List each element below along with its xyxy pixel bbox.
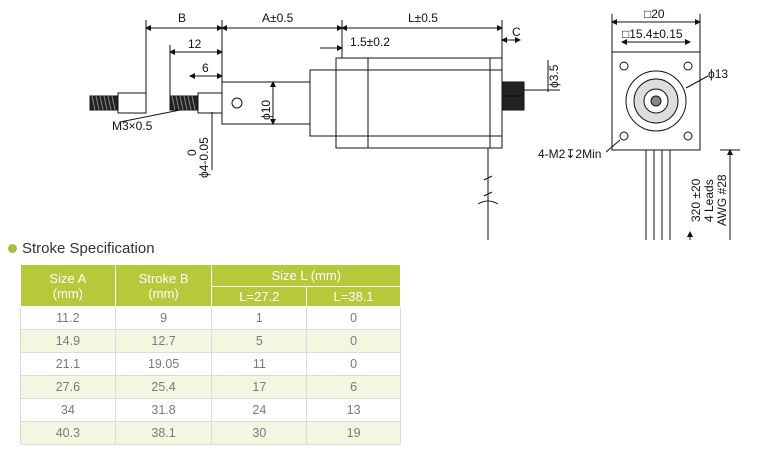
dim-a-label: A±0.5 xyxy=(262,11,294,25)
header-size-l: Size L (mm) xyxy=(211,264,401,287)
dim-c-label: C xyxy=(512,25,521,39)
front-bushing xyxy=(309,69,337,137)
motor-body xyxy=(335,57,503,149)
dim-12-label: 12 xyxy=(188,37,202,51)
dim-b-label: B xyxy=(178,11,186,25)
shaft-pin-hole xyxy=(231,97,243,109)
dim-1-5-label: 1.5±0.2 xyxy=(350,35,390,49)
thread-label: M3×0.5 xyxy=(112,119,153,133)
motor-technical-drawing: B A±0.5 L±0.5 C 12 6 1.5±0.2 M3×0.5 ϕ10 … xyxy=(89,7,740,240)
dia-13-label: ϕ13 xyxy=(708,67,728,81)
header-stroke-b: Stroke B (mm) xyxy=(114,264,213,307)
section-title-text: Stroke Specification xyxy=(22,240,155,257)
header-l2: L=38.1 xyxy=(306,286,401,307)
bullet-icon xyxy=(8,244,17,253)
lead-count-label: 4 Leads xyxy=(702,179,716,222)
rear-screw xyxy=(501,81,525,97)
square-20-label: □20 xyxy=(644,7,665,21)
dia-10-label: ϕ10 xyxy=(259,100,273,120)
mount-holes-label: 4-M2↧2Min xyxy=(538,147,601,161)
dim-6-label: 6 xyxy=(202,61,209,75)
motor-end-view xyxy=(611,51,701,240)
header-l1: L=27.2 xyxy=(211,286,308,307)
section-title: Stroke Specification xyxy=(8,240,155,257)
header-size-a: Size A (mm) xyxy=(20,264,116,307)
lead-screw-extended xyxy=(89,92,147,114)
shaft-tolerance-upper: 0 xyxy=(185,149,199,156)
motor-leads xyxy=(477,148,499,240)
dim-l-label: L±0.5 xyxy=(408,11,438,25)
stroke-spec-table: Size A (mm) Stroke B (mm) Size L (mm) L=… xyxy=(20,264,401,445)
lead-length-label: 320 ±20 xyxy=(689,178,703,222)
dia-3-5-label: ϕ3.5 xyxy=(547,64,561,88)
square-15-4-label: □15.4±0.15 xyxy=(622,27,683,41)
shaft-dia-label: ϕ4-0.05 xyxy=(197,137,211,178)
shaft-tube xyxy=(221,81,311,125)
lead-awg-label: AWG #28 xyxy=(715,174,729,226)
